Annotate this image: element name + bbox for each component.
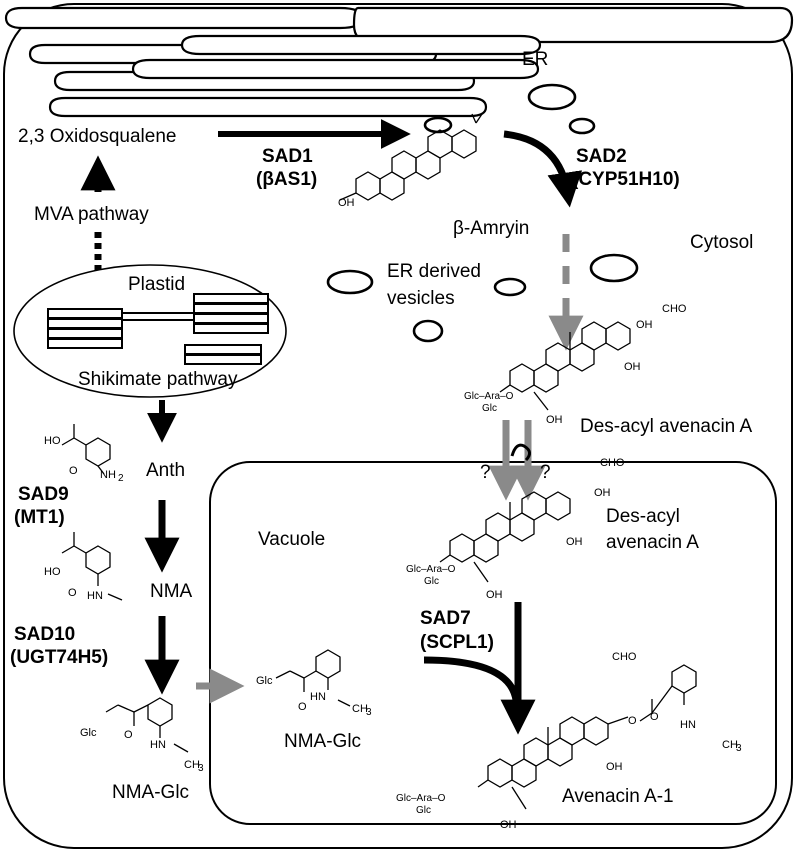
nma-o: O bbox=[68, 587, 77, 599]
desacyl-vac-label-line1: Des-acyl bbox=[606, 506, 680, 527]
desacyl-structure-vacuole bbox=[439, 491, 571, 583]
sad7-name: SAD7 bbox=[420, 608, 471, 629]
nma-glc-left-ch-sub: 3 bbox=[198, 763, 204, 774]
plastid-thylakoids bbox=[47, 293, 269, 365]
avenacin-cho: CHO bbox=[612, 651, 637, 663]
avenacin-a1-structure bbox=[477, 664, 697, 810]
avenacin-glc: Glc bbox=[416, 805, 431, 816]
nma-structure bbox=[61, 532, 123, 601]
anth-nh2: NH bbox=[100, 469, 116, 481]
desacyl-structure-cytosol bbox=[499, 321, 631, 411]
anth-ho: HO bbox=[44, 435, 61, 447]
desacyl-vac-oh3: OH bbox=[486, 589, 503, 601]
er-vesicles-label-line2: vesicles bbox=[387, 288, 455, 309]
mva-pathway-label: MVA pathway bbox=[34, 204, 149, 225]
er-membrane-stack bbox=[4, 6, 794, 118]
amyrin-oh: OH bbox=[338, 197, 355, 209]
sad1-name: SAD1 bbox=[262, 146, 313, 167]
sad2-alt: (CYP51H10) bbox=[572, 169, 680, 190]
anthranilate-structure bbox=[61, 424, 111, 475]
avenacin-ch: CH bbox=[722, 739, 738, 751]
sad7-arrow-from-nma-glc bbox=[423, 656, 520, 701]
desacyl-cyto-cho: CHO bbox=[662, 303, 687, 315]
er-vesicles bbox=[326, 83, 639, 343]
desacyl-vac-glc: Glc bbox=[424, 576, 439, 587]
avenacin-hn: HN bbox=[680, 719, 696, 731]
sad7-alt: (SCPL1) bbox=[420, 632, 494, 653]
nma-glc-left-glc: Glc bbox=[80, 727, 97, 739]
vacuole-label: Vacuole bbox=[258, 529, 325, 550]
sad9-alt: (MT1) bbox=[14, 507, 65, 528]
nma-glc-left-label: NMA-Glc bbox=[112, 782, 189, 803]
sad1-alt: (βAS1) bbox=[256, 169, 317, 190]
beta-amyrin-structure bbox=[339, 113, 483, 201]
transporter-loop bbox=[510, 443, 531, 462]
desacyl-cyto-oh2: OH bbox=[624, 361, 641, 373]
sad2-name: SAD2 bbox=[576, 146, 627, 167]
desacyl-vac-cho: CHO bbox=[600, 457, 625, 469]
nma-glc-left-o: O bbox=[124, 729, 133, 741]
avenacin-oh2: OH bbox=[500, 819, 517, 831]
avenacin-glcarao: Glc–Ara–O bbox=[396, 793, 446, 804]
anth-nh2-sub: 2 bbox=[118, 473, 124, 484]
question-mark-2: ? bbox=[540, 462, 551, 483]
oxidosqualene-label: 2,3 Oxidosqualene bbox=[18, 126, 176, 147]
nma-ho: HO bbox=[44, 566, 61, 578]
desacyl-cyto-glc: Glc bbox=[482, 403, 497, 414]
desacyl-vac-label-line2: avenacin A bbox=[606, 532, 699, 553]
nma-glc-vac-ch-sub: 3 bbox=[366, 707, 372, 718]
sad10-alt: (UGT74H5) bbox=[10, 647, 108, 668]
cytosol-label: Cytosol bbox=[690, 232, 753, 253]
nma-glc-structure-vacuole bbox=[275, 649, 351, 707]
desacyl-cyto-oh3: OH bbox=[546, 414, 563, 426]
avenacin-oh1: OH bbox=[606, 761, 623, 773]
nma-glc-left-ch: CH bbox=[184, 759, 200, 771]
nma-glc-vac-hn: HN bbox=[310, 691, 326, 703]
shikimate-label: Shikimate pathway bbox=[78, 369, 238, 390]
anth-label: Anth bbox=[146, 460, 185, 481]
nma-label: NMA bbox=[150, 581, 193, 602]
desacyl-cyto-label: Des-acyl avenacin A bbox=[580, 416, 752, 437]
nma-glc-vac-label: NMA-Glc bbox=[284, 731, 361, 752]
nma-hn: HN bbox=[87, 590, 103, 602]
sad9-name: SAD9 bbox=[18, 484, 69, 505]
nma-glc-left-hn: HN bbox=[150, 739, 166, 751]
desacyl-vac-glcarao: Glc–Ara–O bbox=[406, 564, 456, 575]
vacuole-outline bbox=[209, 461, 777, 825]
er-label: ER bbox=[522, 49, 548, 70]
desacyl-cyto-glcarao: Glc–Ara–O bbox=[464, 391, 514, 402]
amyrin-label: β-Amryin bbox=[453, 218, 529, 239]
nma-glc-structure-left bbox=[105, 697, 189, 753]
desacyl-cyto-oh1: OH bbox=[636, 319, 653, 331]
sad10-name: SAD10 bbox=[14, 624, 75, 645]
sad2-arrow bbox=[503, 130, 583, 208]
nma-glc-vac-glc: Glc bbox=[256, 675, 273, 687]
nma-glc-vac-ch: CH bbox=[352, 703, 368, 715]
avenacin-o1: O bbox=[628, 715, 637, 727]
anth-o: O bbox=[69, 465, 78, 477]
avenacin-label: Avenacin A-1 bbox=[562, 786, 674, 807]
desacyl-vac-oh2: OH bbox=[566, 536, 583, 548]
desacyl-vac-oh1: OH bbox=[594, 487, 611, 499]
plastid-label: Plastid bbox=[128, 274, 185, 295]
avenacin-ch-sub: 3 bbox=[736, 743, 742, 754]
avenacin-o2: O bbox=[650, 711, 659, 723]
nma-glc-vac-o: O bbox=[298, 701, 307, 713]
question-mark-1: ? bbox=[480, 462, 491, 483]
er-vesicles-label-line1: ER derived bbox=[387, 261, 481, 282]
